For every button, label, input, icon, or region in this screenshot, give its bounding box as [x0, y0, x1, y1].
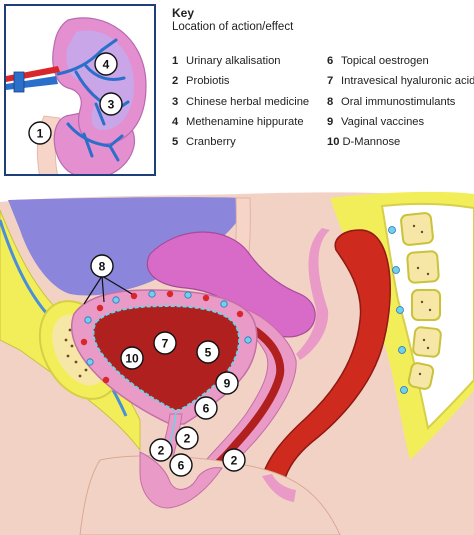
svg-text:4: 4 — [103, 58, 110, 72]
bladder-lumen — [92, 304, 241, 411]
vessel-cuff — [13, 71, 25, 93]
svg-text:9: 9 — [224, 377, 231, 391]
svg-text:5: 5 — [205, 346, 212, 360]
rectum-wall — [296, 228, 330, 360]
vaginal-canal — [202, 326, 285, 478]
calyces — [56, 38, 130, 162]
callout-1: 1 — [28, 121, 52, 145]
callout-5: 5 — [196, 340, 220, 364]
vertebra-texture — [412, 224, 432, 376]
svg-text:3: 3 — [108, 98, 115, 112]
callout-6-vulval: 6 — [169, 453, 193, 477]
callout-4: 4 — [94, 52, 118, 76]
callout-2-perianal: 2 — [222, 448, 246, 472]
callout-10: 10 — [120, 346, 144, 370]
svg-text:2: 2 — [158, 444, 165, 458]
uterus — [146, 231, 316, 338]
pelvis-illustration: 8 7 10 5 9 6 2 2 6 2 — [0, 190, 474, 535]
svg-text:7: 7 — [162, 337, 169, 351]
key-subtitle: Location of action/effect — [172, 21, 294, 33]
svg-text:10: 10 — [125, 352, 139, 366]
kidney-inset: 1 3 4 — [4, 4, 156, 176]
callout-8: 8 — [83, 254, 133, 305]
abdominal-cavity — [8, 197, 250, 296]
svg-text:2: 2 — [231, 454, 238, 468]
kidney-illustration: 1 3 4 — [6, 17, 147, 174]
callout-3: 3 — [99, 92, 123, 116]
callout-7: 7 — [153, 331, 177, 355]
key-title: Key — [172, 6, 195, 20]
vertebrae — [400, 212, 442, 390]
bladder-wall-dots — [80, 290, 252, 384]
rectum — [261, 229, 391, 483]
svg-text:2: 2 — [184, 432, 191, 446]
svg-text:6: 6 — [203, 402, 210, 416]
anal-canal — [262, 474, 296, 502]
callout-2-urethral: 2 — [149, 438, 173, 462]
callout-2-vaginal: 2 — [175, 426, 199, 450]
svg-text:6: 6 — [178, 459, 185, 473]
labia — [139, 451, 223, 509]
svg-text:1: 1 — [37, 127, 44, 141]
top-margin — [0, 190, 474, 202]
callout-9: 9 — [215, 371, 239, 395]
svg-text:8: 8 — [99, 260, 106, 274]
callout-6-vaginal: 6 — [194, 396, 218, 420]
sacral-lymph-dots — [388, 226, 408, 394]
